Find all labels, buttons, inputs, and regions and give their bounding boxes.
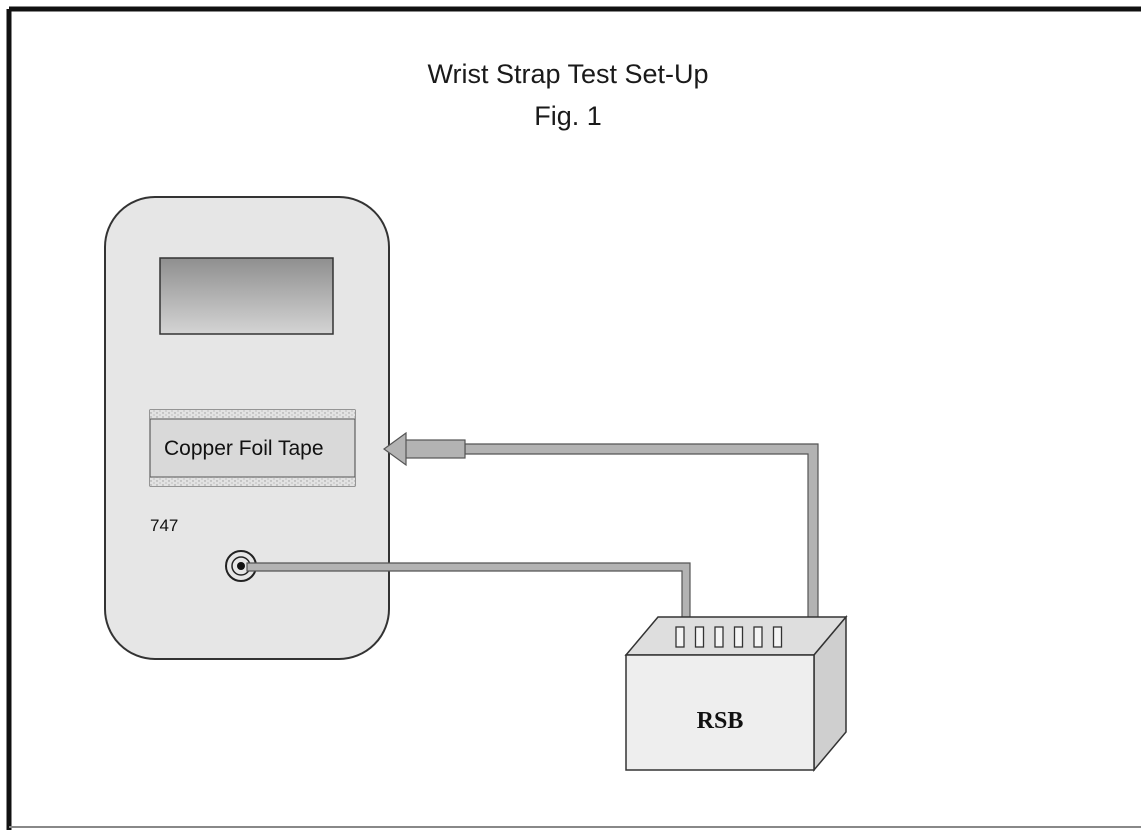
tape-edge-top	[150, 410, 355, 419]
box-slot	[694, 626, 705, 648]
diagram-subtitle: Fig. 1	[534, 101, 602, 131]
box-slot	[753, 626, 763, 648]
box-front-face	[625, 654, 815, 771]
tape-edge-bottom	[150, 477, 355, 486]
tape-wire-plug	[404, 439, 466, 459]
diagram-title: Wrist Strap Test Set-Up	[427, 59, 708, 89]
meter-model-label: 747	[150, 516, 178, 535]
tape-label: Copper Foil Tape	[164, 437, 324, 460]
box-slot	[772, 626, 783, 648]
copper-foil-tape: Copper Foil Tape	[149, 409, 356, 487]
box-slots	[675, 626, 783, 648]
meter-display	[159, 257, 334, 335]
box-slot	[714, 626, 724, 648]
tape-wire	[464, 443, 819, 626]
test-meter: Copper Foil Tape 747	[104, 196, 390, 660]
arrow-head-icon	[382, 431, 407, 467]
box-slot	[675, 626, 685, 648]
box-label: RSB	[697, 708, 744, 734]
rsb-box: RSB	[624, 614, 848, 773]
box-slot	[733, 626, 744, 648]
